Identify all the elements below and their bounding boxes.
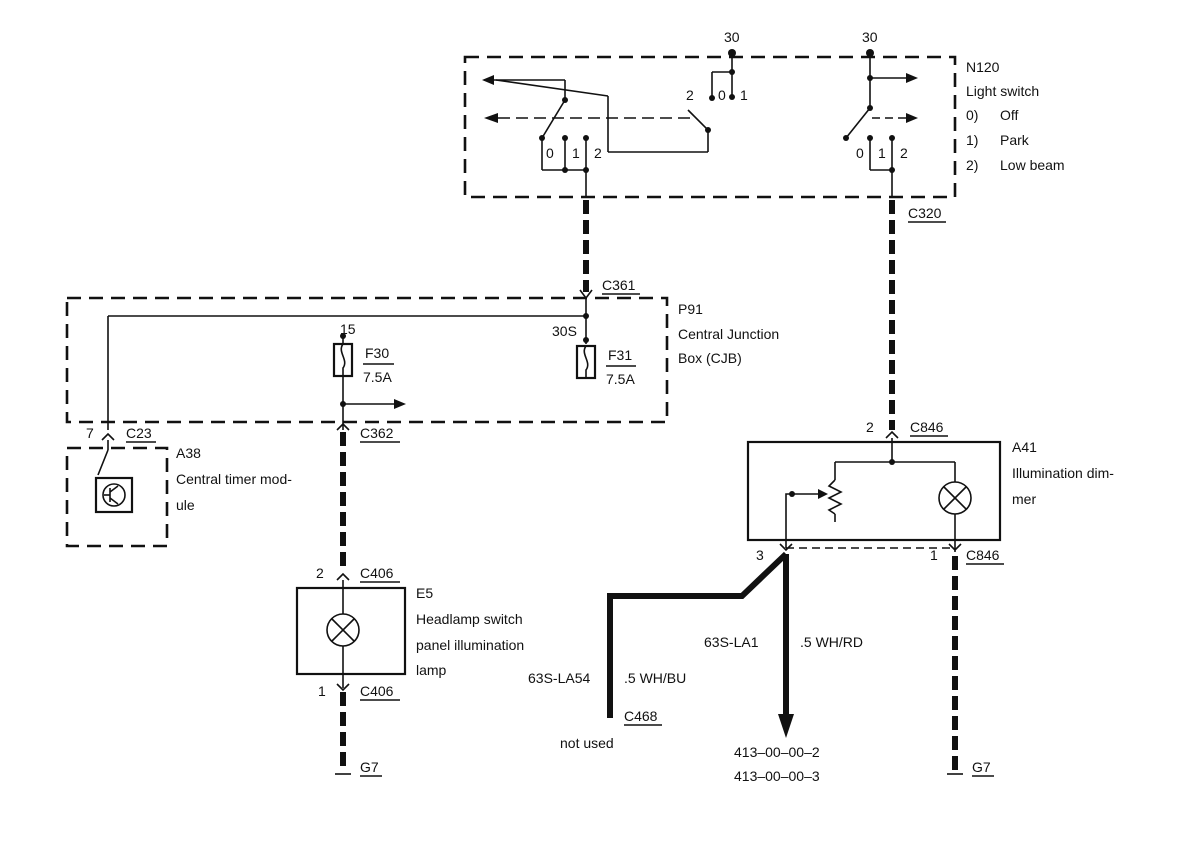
connector-c320: C320 <box>908 205 942 221</box>
position-0-label: Off <box>1000 107 1019 123</box>
e5-line2: panel illumination <box>416 637 524 653</box>
mid-switch-pos-0: 0 <box>718 87 726 103</box>
e5-line1: Headlamp switch <box>416 611 523 627</box>
light-switch-boundary <box>463 55 957 199</box>
right-switch-pos-1: 1 <box>878 145 886 161</box>
connector-c468: C468 <box>624 708 658 724</box>
la1-spec: .5 WH/RD <box>800 634 863 650</box>
dimmer-line2: mer <box>1012 491 1036 507</box>
f31-rating: 7.5A <box>606 371 635 387</box>
left-switch-pos-2: 2 <box>594 145 602 161</box>
left-switch-pos-1: 1 <box>572 145 580 161</box>
f30-label: F30 <box>365 345 389 361</box>
c846-bottom-pin: 1 <box>930 547 938 563</box>
c406-top-pin: 2 <box>316 565 324 581</box>
connector-c362: C362 <box>360 425 394 441</box>
dimmer-line1: Illumination dim- <box>1012 465 1114 481</box>
la54-spec: .5 WH/BU <box>624 670 686 686</box>
cjb-name-line1: Central Junction <box>678 326 779 342</box>
light-switch-n120: 30 30 2 0 1 0 1 2 <box>463 29 1065 199</box>
terminal-30-left: 30 <box>724 29 740 45</box>
ref-413-2: 413–00–00–2 <box>734 744 820 760</box>
timer-module-line1: Central timer mod- <box>176 471 292 487</box>
e5-line3: lamp <box>416 662 447 678</box>
central-timer-module: 7 C23 A38 Central timer mod- ule <box>65 425 292 548</box>
left-switch-pos-0: 0 <box>546 145 554 161</box>
c23-pin: 7 <box>86 425 94 441</box>
dimmer-id: A41 <box>1012 439 1037 455</box>
right-switch-pos-0: 0 <box>856 145 864 161</box>
la54-code: 63S-LA54 <box>528 670 590 686</box>
timer-module-id: A38 <box>176 445 201 461</box>
central-junction-box: C361 30S F31 7.5A 15 F30 7.5A P91 Centra… <box>65 277 779 430</box>
c406-bottom-pin: 1 <box>318 683 326 699</box>
e5-box <box>295 586 407 676</box>
la1-code: 63S-LA1 <box>704 634 759 650</box>
wire-63s-la54 <box>607 551 789 718</box>
connector-c846-top: C846 <box>910 419 944 435</box>
timer-module-line2: ule <box>176 497 195 513</box>
c846-top-pin: 2 <box>866 419 874 435</box>
f30-rating: 7.5A <box>363 369 392 385</box>
terminal-30-right: 30 <box>862 29 878 45</box>
headlamp-switch-illumination-lamp: 2 C406 E5 Headlamp switch panel illumina… <box>295 565 524 701</box>
connector-c406-bottom: C406 <box>360 683 394 699</box>
connector-c361: C361 <box>602 277 636 293</box>
wire-la1-arrow <box>778 714 794 738</box>
cjb-id: P91 <box>678 301 703 317</box>
f31-label: F31 <box>608 347 632 363</box>
position-1-label: Park <box>1000 132 1030 148</box>
connector-c23: C23 <box>126 425 152 441</box>
transistor-icon <box>94 476 134 514</box>
position-2-label: Low beam <box>1000 157 1065 173</box>
position-1-num: 1) <box>966 132 978 148</box>
position-0-num: 0) <box>966 107 978 123</box>
right-switch-pos-2: 2 <box>900 145 908 161</box>
ground-g7-right: G7 <box>972 759 991 775</box>
ground-g7-left: G7 <box>360 759 379 775</box>
light-switch-name: Light switch <box>966 83 1039 99</box>
not-used-label: not used <box>560 735 614 751</box>
connector-c846-bottom: C846 <box>966 547 1000 563</box>
ref-413-3: 413–00–00–3 <box>734 768 820 784</box>
mid-switch-pos-2: 2 <box>686 87 694 103</box>
f31-pin: 30S <box>552 323 577 339</box>
light-switch-id: N120 <box>966 59 1000 75</box>
e5-id: E5 <box>416 585 433 601</box>
connector-c406-top: C406 <box>360 565 394 581</box>
dimmer-box <box>746 440 1002 542</box>
mid-switch-pos-1: 1 <box>740 87 748 103</box>
illumination-dimmer: 2 C846 A41 Illumination dim- mer 3 1 C84… <box>746 419 1114 565</box>
cjb-name-line2: Box (CJB) <box>678 350 742 366</box>
c846-pin3: 3 <box>756 547 764 563</box>
cjb-boundary <box>65 296 669 424</box>
timer-module-boundary <box>65 446 169 548</box>
position-2-num: 2) <box>966 157 978 173</box>
f30-pin: 15 <box>340 321 356 337</box>
